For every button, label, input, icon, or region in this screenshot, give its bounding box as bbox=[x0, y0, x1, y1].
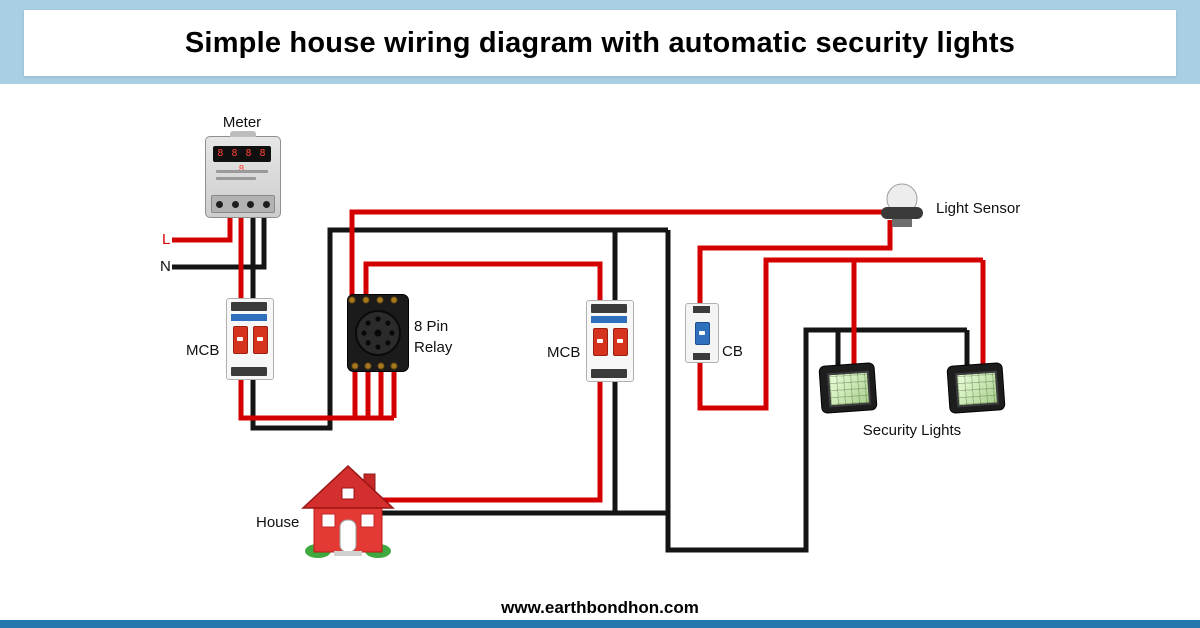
light-sensor-device bbox=[881, 183, 923, 227]
circuit-breaker-cb bbox=[685, 303, 719, 363]
mcb-brand-band bbox=[231, 314, 267, 321]
footer-band: www.earthbondhon.com bbox=[0, 596, 1200, 620]
neutral-mcb1-to-bus bbox=[250, 227, 668, 431]
mcb-toggle bbox=[232, 326, 248, 354]
mcb-toggles bbox=[587, 328, 633, 356]
mcb-1 bbox=[226, 298, 274, 380]
mcb-toggle bbox=[612, 328, 628, 356]
mcb-terminal-bottom bbox=[591, 369, 627, 378]
door bbox=[339, 519, 357, 553]
label-meter: Meter bbox=[222, 114, 262, 131]
meter-display: 8 8 8 8 8 bbox=[213, 146, 271, 175]
footer-url: www.earthbondhon.com bbox=[501, 598, 699, 617]
gable-window bbox=[341, 487, 355, 500]
meter-terminal-block bbox=[211, 195, 275, 213]
relay-screw bbox=[362, 296, 370, 304]
terminal-screw bbox=[231, 200, 239, 208]
live-relay-to-mcb2 bbox=[363, 261, 603, 302]
security-light-2 bbox=[946, 362, 1006, 414]
meter-text-line bbox=[216, 170, 268, 173]
mcb-toggles bbox=[227, 326, 273, 354]
mcb-terminal-top bbox=[591, 304, 627, 313]
relay-8pin bbox=[347, 294, 409, 372]
relay-screw bbox=[390, 296, 398, 304]
label-security-lights: Security Lights bbox=[862, 422, 962, 439]
label-house: House bbox=[256, 514, 300, 531]
label-neutral: N bbox=[160, 258, 171, 275]
relay-screw bbox=[376, 296, 384, 304]
label-live: L bbox=[162, 231, 171, 248]
mcb-terminal-bottom bbox=[231, 367, 267, 376]
meter-text-line bbox=[216, 177, 256, 180]
floodlight-panel bbox=[954, 370, 1000, 408]
floodlight-panel bbox=[826, 370, 872, 408]
cb-toggle bbox=[695, 322, 710, 345]
label-relay-line2: Relay bbox=[414, 339, 453, 356]
live-sensor-to-cb bbox=[697, 220, 893, 306]
cb-terminal-bottom bbox=[693, 353, 710, 360]
sensor-ring bbox=[881, 207, 923, 219]
mcb-toggle bbox=[252, 326, 268, 354]
label-light-sensor: Light Sensor bbox=[936, 200, 1021, 217]
cb-terminal-top bbox=[693, 306, 710, 313]
neutral-supply-in bbox=[172, 214, 267, 270]
relay-screw bbox=[377, 362, 385, 370]
bottom-strip bbox=[0, 620, 1200, 628]
live-mcb1-to-relay-bus bbox=[238, 374, 394, 421]
live-supply-in bbox=[172, 214, 233, 243]
page-title: Simple house wiring diagram with automat… bbox=[184, 26, 1016, 59]
house-illustration bbox=[301, 464, 395, 558]
terminal-screw bbox=[262, 200, 270, 208]
live-mcb2-to-house bbox=[376, 378, 603, 503]
mcb-2 bbox=[586, 300, 634, 382]
mcb-toggle bbox=[592, 328, 608, 356]
label-relay-line1: 8 Pin bbox=[414, 318, 449, 335]
relay-screw bbox=[364, 362, 372, 370]
roof bbox=[301, 464, 395, 509]
relay-screw bbox=[348, 296, 356, 304]
relay-screw bbox=[390, 362, 398, 370]
energy-meter: 8 8 8 8 8 bbox=[205, 131, 281, 218]
terminal-screw bbox=[216, 200, 224, 208]
relay-screw bbox=[351, 362, 359, 370]
title-band: Simple house wiring diagram with automat… bbox=[24, 10, 1176, 76]
meter-mount-tab bbox=[230, 131, 256, 137]
label-relay: 8 Pin Relay bbox=[414, 318, 452, 356]
neutral-bus-to-lights bbox=[665, 230, 967, 553]
label-cb: CB bbox=[722, 343, 743, 360]
terminal-screw bbox=[247, 200, 255, 208]
window-right bbox=[360, 513, 375, 528]
mcb-terminal-top bbox=[231, 302, 267, 311]
doorstep bbox=[334, 551, 362, 556]
label-mcb-1: MCB bbox=[186, 342, 220, 359]
sensor-base bbox=[892, 219, 912, 227]
window-left bbox=[321, 513, 336, 528]
live-cb-to-lights-bus bbox=[697, 257, 983, 411]
mcb-brand-band bbox=[591, 316, 627, 323]
security-light-1 bbox=[818, 362, 878, 414]
label-mcb-2: MCB bbox=[547, 344, 581, 361]
live-relay-to-sensor bbox=[349, 209, 890, 298]
